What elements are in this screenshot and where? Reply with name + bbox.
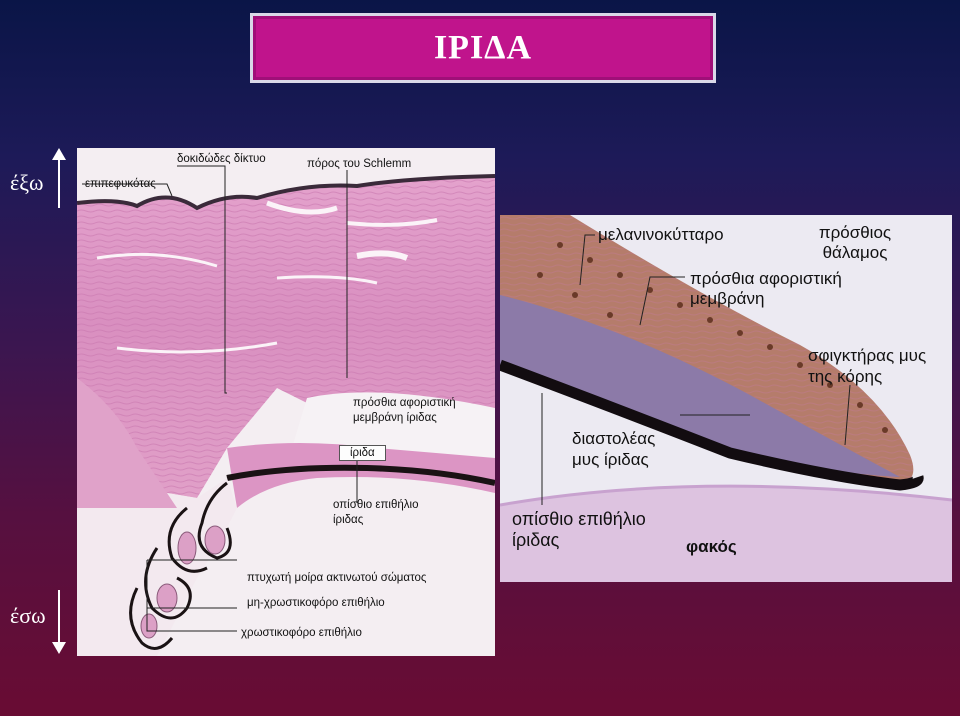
left-histology-image: επιπεφυκότας δοκιδώδες δίκτυο πόρος του …: [77, 148, 495, 656]
down-arrow-shaft: [58, 590, 60, 642]
label-lens: φακός: [686, 537, 737, 556]
label-sphincter-pupillae: σφιγκτήρας μυς της κόρης: [808, 346, 927, 386]
label-anterior-limiting-membrane-iris: πρόσθια αφοριστική μεμβράνη ίριδας: [353, 397, 456, 424]
down-arrow-icon: [52, 642, 66, 654]
label-pigmented-epithelium: χρωστικοφόρο επιθήλιο: [241, 627, 362, 639]
up-arrow-icon: [52, 148, 66, 160]
label-conjunctiva: επιπεφυκότας: [85, 178, 156, 190]
up-arrow-shaft: [58, 158, 60, 208]
label-posterior-epithelium-iris: οπίσθιο επιθήλιο ίριδας: [333, 499, 419, 526]
label-trabecular-meshwork: δοκιδώδες δίκτυο: [177, 153, 266, 165]
title-banner: ΙΡΙΔΑ: [250, 13, 716, 83]
label-ciliary-body-plicata: πτυχωτή μοίρα ακτινωτού σώματος: [247, 572, 427, 584]
outside-label: έξω: [10, 170, 44, 195]
label-anterior-limiting-membrane: πρόσθια αφοριστική μεμβράνη: [690, 269, 842, 308]
right-histology-image: μελανινοκύτταρο πρόσθιος θάλαμος πρόσθια…: [500, 215, 952, 582]
label-schlemm-canal: πόρος του Schlemm: [307, 158, 412, 170]
label-iris: ίριδα: [339, 445, 386, 461]
label-melanocyte: μελανινοκύτταρο: [598, 225, 724, 244]
label-dilator-pupillae: διαστολέας μυς ίριδας: [572, 429, 656, 469]
label-posterior-epithelium: οπίσθιο επιθήλιο ίριδας: [512, 509, 646, 550]
label-nonpigmented-epithelium: μη-χρωστικοφόρο επιθήλιο: [247, 597, 385, 609]
inside-label: έσω: [10, 603, 46, 628]
label-anterior-chamber: πρόσθιος θάλαμος: [818, 223, 892, 262]
page-title: ΙΡΙΔΑ: [433, 29, 533, 66]
